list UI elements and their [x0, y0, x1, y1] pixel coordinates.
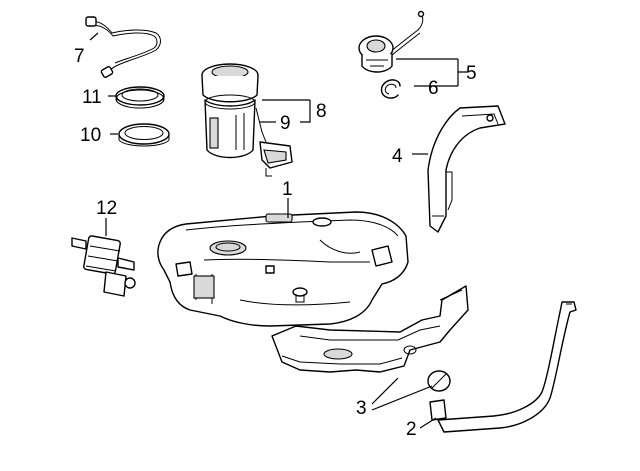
part-10-seal-ring	[118, 123, 170, 147]
leader-5-6	[396, 58, 468, 87]
callout-11: 11	[82, 87, 102, 108]
callout-4: 4	[392, 146, 403, 167]
part-4-heat-shield	[427, 105, 506, 233]
part-1-fuel-tank	[157, 211, 409, 327]
callout-numbers: 7 11 10 9 8 5 6 4 12 1 3 2	[74, 46, 477, 440]
part-7-wire-harness	[85, 16, 161, 78]
part-12-fuel-filter	[71, 235, 136, 297]
callout-9: 9	[280, 113, 291, 134]
callout-5: 5	[466, 63, 477, 84]
leader-8	[262, 99, 311, 123]
leader-3	[371, 377, 433, 411]
callout-8: 8	[316, 101, 327, 122]
leader-7	[89, 32, 99, 41]
part-2-tank-strap	[429, 301, 577, 433]
callout-12: 12	[96, 198, 117, 219]
leader-lines	[89, 32, 468, 429]
callout-1: 1	[282, 179, 293, 200]
part-3-tank-shield	[271, 285, 469, 392]
part-11-lock-ring	[115, 86, 165, 109]
part-5-fuel-cap	[358, 10, 425, 73]
callout-7: 7	[74, 46, 85, 67]
leader-2	[419, 417, 437, 429]
part-6-clip-ring	[380, 79, 401, 99]
callout-10: 10	[80, 125, 101, 146]
part-8-fuel-pump-module	[201, 63, 293, 177]
callout-3: 3	[356, 398, 367, 419]
callout-6: 6	[428, 78, 439, 99]
callout-2: 2	[406, 419, 417, 440]
